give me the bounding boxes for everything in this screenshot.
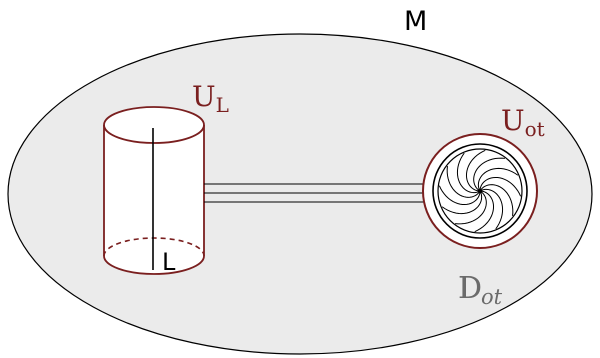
overtwisted-neighborhood-label: Uot (501, 104, 545, 141)
spiral-arm (465, 149, 486, 192)
spiral-arm (473, 157, 505, 192)
spiral-arm (474, 190, 495, 233)
overtwisted-disk-spirals (438, 149, 522, 233)
cylinder-body (104, 125, 204, 274)
spiral-arm (479, 184, 514, 216)
cylinder-bottom-front (103, 255, 205, 275)
cylinder-neighborhood (103, 106, 205, 275)
overtwisted-disk (432, 143, 528, 239)
spiral-arm (479, 176, 522, 197)
connecting-tube (204, 183, 430, 203)
cylinder-top (103, 106, 205, 144)
manifold-label: M (404, 6, 427, 37)
cylinder-neighborhood-label: UL (192, 80, 229, 117)
spiral-arm (456, 152, 481, 194)
svg-text:ot: ot (481, 285, 503, 309)
spiral-arm (479, 188, 504, 230)
overtwisted-disk-label: D ot (458, 271, 503, 309)
spiral-arm (438, 185, 481, 206)
spiral-arm (455, 190, 487, 225)
cylinder-bottom-back (103, 237, 205, 257)
spiral-arm (446, 166, 481, 198)
spiral-arm (477, 167, 519, 192)
spiral-arm (441, 190, 483, 215)
curve-label: L (162, 248, 176, 276)
svg-text:D: D (458, 271, 482, 306)
